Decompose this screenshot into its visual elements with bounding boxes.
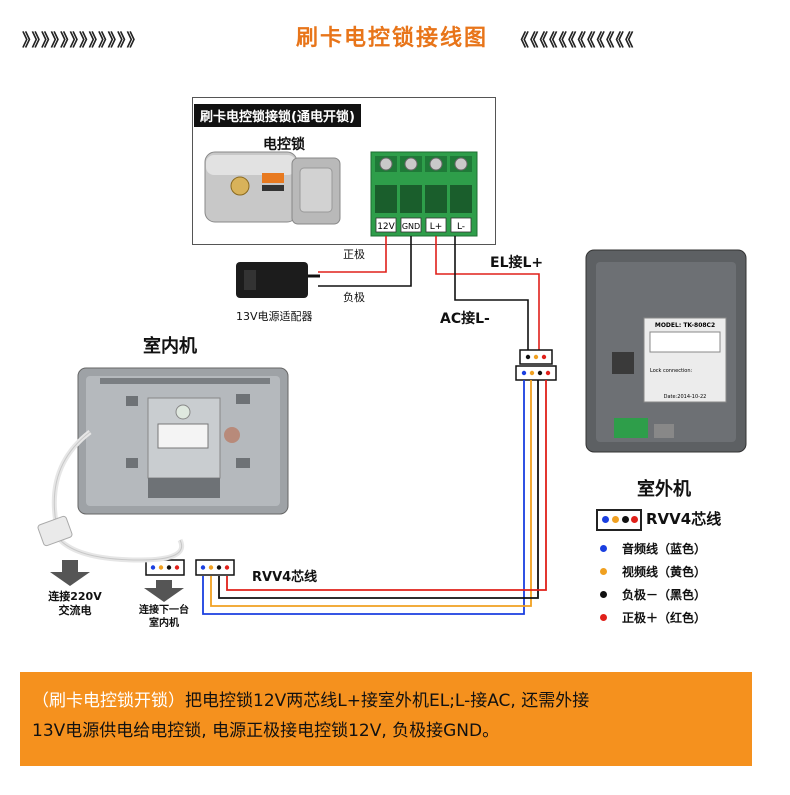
legend-swatch-black [622,516,629,523]
outdoor-title: 室外机 [637,479,691,500]
terminal-gnd-label: GND [402,222,420,231]
legend-dot-blue [600,545,607,552]
page-title: 刷卡电控锁接线图 [296,26,489,51]
note-highlight: （刷卡电控锁开锁） [32,691,185,711]
terminal-block-icon: 12V GND L+ L- [370,151,478,237]
terminal-lplus-label: L+ [430,222,443,232]
rvv-wire-label: RVV4芯线 [252,570,318,585]
indoor-title: 室内机 [143,336,197,357]
connector-next-unit-icon [145,559,185,576]
outdoor-lock-connection-text: Lock connection: [650,368,693,374]
indoor-monitor-icon [37,367,289,563]
legend-item-label: 正极＋（红色） [622,611,707,625]
negative-label: 负极 [343,291,365,304]
connector-upper-icon [515,349,557,381]
legend-dot-yellow [600,568,607,575]
adapter-label: 13V电源适配器 [236,310,313,323]
note-line1: 把电控锁12V两芯线L+接室外机EL;L-接AC, 还需外接 [185,691,590,711]
chevron-right-decoration: 》》》》》》》》》》》》 [22,31,145,51]
lock-caption: 电控锁 [263,137,305,153]
terminal-12v-label: 12V [377,222,395,232]
power-adapter-icon [236,262,320,298]
positive-label: 正极 [343,248,365,261]
el-label: EL接L+ [490,255,544,271]
header: 》》》》》》》》》》》》 刷卡电控锁接线图 《《《《《《《《《《《《 [0,14,790,54]
note-box [20,672,752,766]
legend-dot-black [600,591,607,598]
legend-swatch-yellow [612,516,619,523]
chevron-left-decoration: 《《《《《《《《《《《《 [512,31,635,51]
legend-dot-red [600,614,607,621]
legend-item-label: 负极－（黑色） [622,588,707,602]
legend-swatch-blue [602,516,609,523]
legend-swatch-red [631,516,638,523]
electric-lock-icon [204,151,341,225]
outdoor-unit-icon: MODEL: TK-808C2 Lock connection: Date:20… [585,249,747,453]
ac-label: AC接L- [440,311,490,327]
rvv-wires [202,380,547,615]
next-unit-label: 连接下一台 室内机 [139,605,189,629]
note-line2: 13V电源供电给电控锁, 电源正极接电控锁12V, 负极接GND。 [32,721,500,741]
legend-title: RVV4芯线 [646,510,722,528]
connector-indoor-icon [195,559,235,576]
note-text: （刷卡电控锁开锁）把电控锁12V两芯线L+接室外机EL;L-接AC, 还需外接 … [32,686,748,746]
outdoor-date-text: Date:2014-10-22 [664,394,707,400]
legend-connector-icon [596,509,642,531]
legend-item-label: 音频线（蓝色） [622,542,707,556]
arrow-down-ac-icon [50,560,90,586]
terminal-lminus-label: L- [457,222,465,232]
lock-panel-header: 刷卡电控锁接锁(通电开锁) [194,104,361,127]
ac-power-label: 连接220V 交流电 [48,590,102,617]
outdoor-model-text: MODEL: TK-808C2 [655,322,715,329]
arrow-down-next-unit-icon [144,580,184,602]
legend-item-label: 视频线（黄色） [622,565,707,579]
lock-wires [318,236,540,352]
